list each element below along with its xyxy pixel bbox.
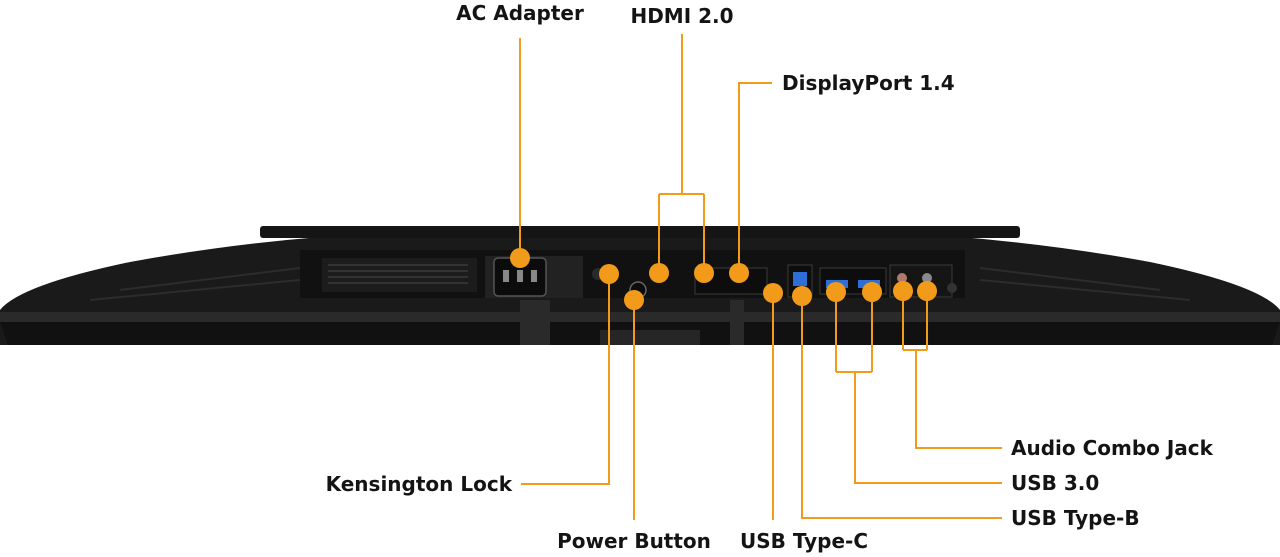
label-ac-adapter: AC Adapter	[456, 1, 584, 25]
label-displayport: DisplayPort 1.4	[782, 71, 955, 95]
dot-power-button	[624, 290, 644, 310]
label-kensington: Kensington Lock	[326, 472, 513, 496]
leader-lines	[519, 34, 1002, 520]
dot-usb-type-c	[763, 283, 783, 303]
dot-usb30-1	[826, 282, 846, 302]
dot-usb-type-b	[792, 286, 812, 306]
label-usb30: USB 3.0	[1011, 471, 1099, 495]
label-usb-type-b: USB Type-B	[1011, 506, 1140, 530]
dot-hdmi-2	[694, 263, 714, 283]
dot-usb30-2	[862, 282, 882, 302]
label-audio: Audio Combo Jack	[1011, 436, 1214, 460]
leader-usb30	[835, 292, 1002, 484]
labels: AC Adapter HDMI 2.0 DisplayPort 1.4 Kens…	[326, 1, 1214, 553]
label-power-button: Power Button	[557, 529, 711, 553]
dot-kensington	[599, 264, 619, 284]
leader-kensington	[521, 274, 610, 485]
dot-ac-adapter	[510, 248, 530, 268]
leader-usb-type-b	[801, 296, 1002, 519]
dot-audio-2	[917, 281, 937, 301]
label-hdmi: HDMI 2.0	[630, 4, 733, 28]
dot-hdmi-1	[649, 263, 669, 283]
leader-audio	[902, 291, 1002, 449]
usb-b-port	[793, 272, 807, 286]
callout-dots	[510, 248, 937, 310]
leader-displayport	[738, 82, 772, 273]
label-usb-type-c: USB Type-C	[740, 529, 868, 553]
leader-hdmi	[658, 34, 705, 273]
dot-audio-1	[893, 281, 913, 301]
dot-displayport	[729, 263, 749, 283]
